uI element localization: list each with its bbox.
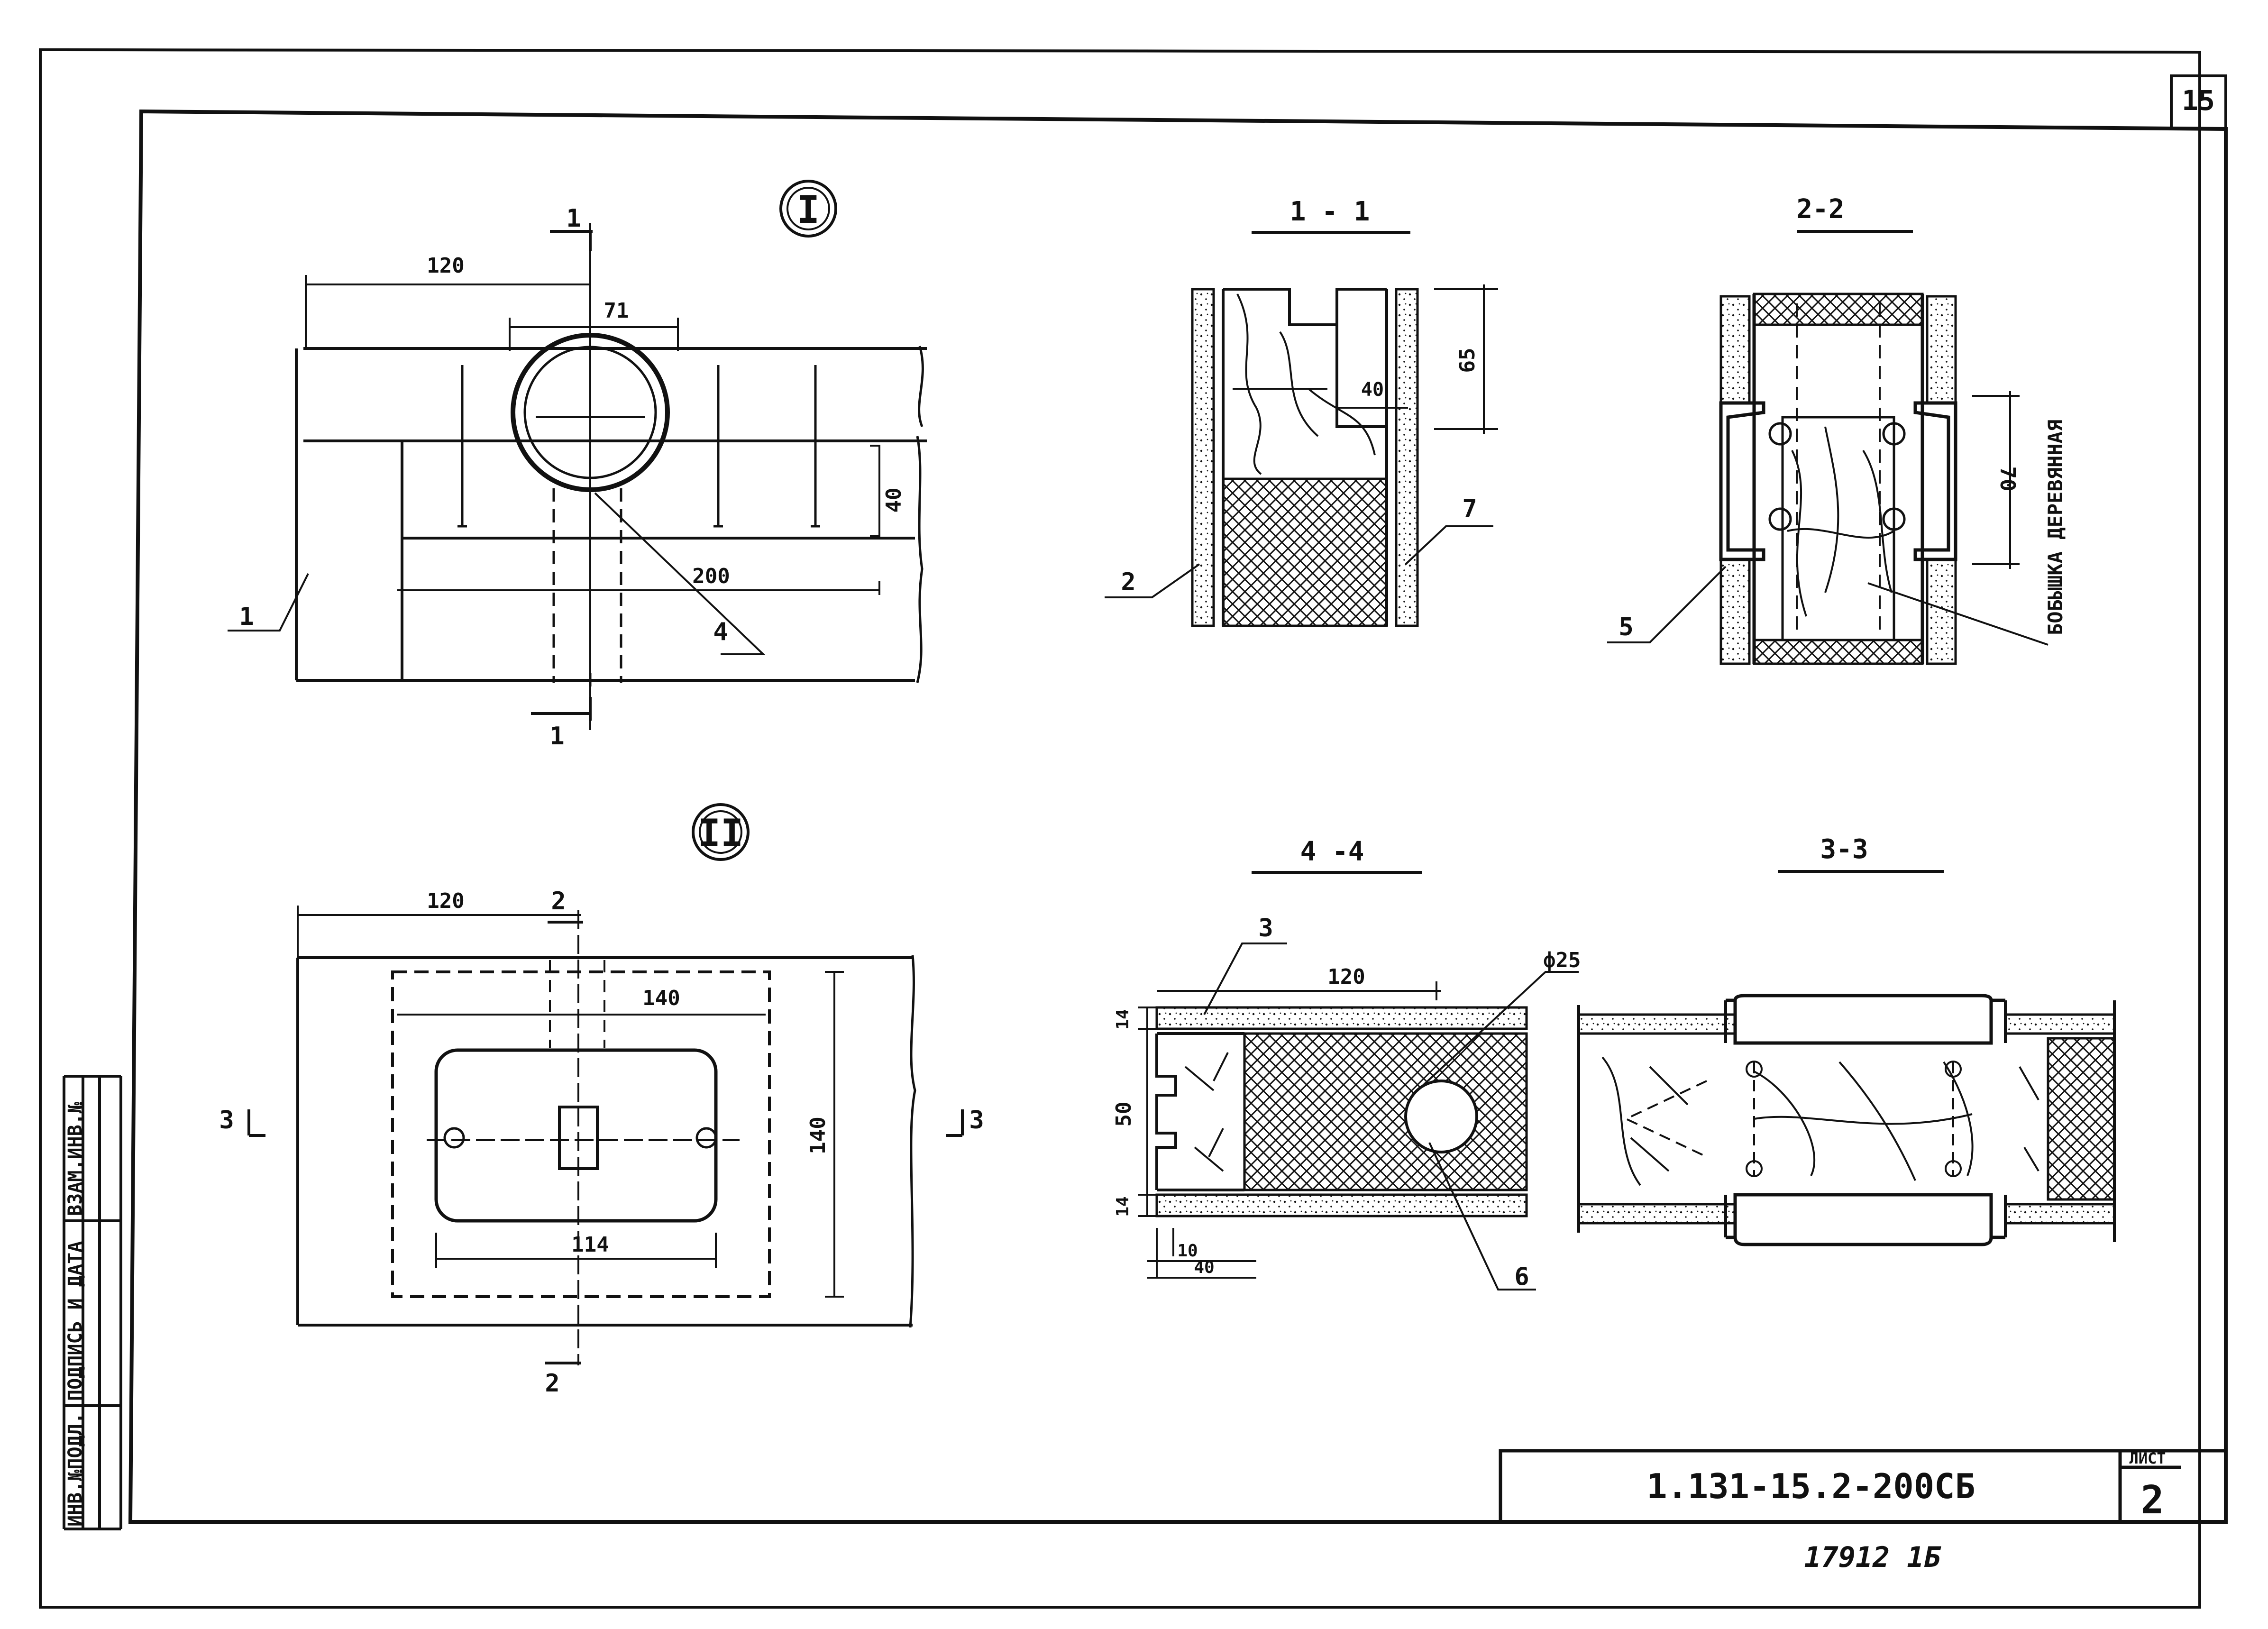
page-number: 15 [2182, 84, 2215, 117]
node-2-plate [434, 1048, 718, 1223]
section-3-3: 3-3 [1577, 834, 2116, 1246]
section-2-2-top-insulation [1753, 293, 1924, 326]
node-1-dim-71: 71 [604, 299, 629, 323]
outer-border [39, 48, 2201, 1609]
section-4-4-title: 4 -4 [1300, 836, 1364, 867]
section-3-3-title: 3-3 [1820, 834, 1868, 865]
page-number-box [2170, 74, 2227, 130]
section-4-4-dim-40: 40 [1194, 1258, 1214, 1277]
section-1-1-dim-40: 40 [1361, 379, 1384, 401]
node-2-marker [692, 803, 750, 861]
section-3-3-insulation [2047, 1037, 2116, 1201]
node-1-dim-40: 40 [882, 488, 906, 513]
stamp-signature-date: ПОДПИСЬ И ДАТА [64, 1241, 86, 1401]
inner-border [128, 109, 2228, 1524]
stamp-replace-inv: ВЗАМ.ИНВ.№ [64, 1102, 86, 1216]
node-2-dim-140-h: 140 [642, 986, 680, 1010]
node-2-cut-right: 3 [969, 1106, 984, 1135]
section-4-4-dim-50: 50 [1112, 1102, 1136, 1127]
title-block [1499, 1449, 2226, 1522]
node-1-dim-120: 120 [427, 254, 464, 278]
section-1-1-wood-grain [1233, 293, 1376, 475]
node-1-dim-200: 200 [692, 564, 730, 588]
inventory-note: 17912 1Б [1804, 1541, 1942, 1574]
section-4-4-top-sheathing [1155, 1006, 1528, 1030]
section-4-4-dim-phi25: ф25 [1543, 948, 1581, 972]
node-2-plate-outline [391, 970, 771, 1298]
section-1-1-right-sheathing [1395, 288, 1419, 627]
node-2-marker-label: II [698, 811, 743, 855]
section-4-4-hole-25 [1404, 1080, 1478, 1153]
section-4-4: 4 -4 ф25 120 14 50 14 10 40 3 6 [1112, 836, 1581, 1291]
section-1-1-dim-65: 65 [1455, 348, 1480, 373]
section-1-1: 1 - 1 40 65 2 7 [1105, 196, 1498, 627]
sheet-number: 2 [2140, 1478, 2164, 1523]
node-2-dim-140-v: 140 [806, 1117, 830, 1154]
section-2-2-bottom-insulation [1753, 639, 1924, 665]
section-3-3-bottom-bracket [1726, 1193, 2005, 1246]
section-1-1-insulation [1222, 477, 1388, 627]
designation-code: 1.131-15.2-200СБ [1646, 1466, 1975, 1506]
section-2-2-dim-70: 70 [1995, 467, 2020, 492]
section-2-2-title: 2-2 [1796, 194, 1844, 225]
node-1-nails [457, 365, 820, 528]
side-stamp [63, 1075, 122, 1530]
node-1-cut-bottom: 1 [549, 722, 564, 750]
node-1-callout-1: 1 [239, 603, 254, 631]
stamp-inv-orig: ИНВ.№ПОДЛ. [64, 1412, 86, 1527]
node-2-cut-top: 2 [551, 887, 566, 915]
node-2-detail: II 120 140 140 114 2 2 3 3 [219, 803, 984, 1398]
node-1-marker [779, 180, 837, 238]
section-1-1-bar [1222, 288, 1388, 626]
node-2-board [296, 956, 913, 1327]
section-4-4-dim-14-bottom: 14 [1113, 1196, 1133, 1217]
section-2-2: 2-2 70 БОБЫШКА ДЕРЕВЯННАЯ 5 [1607, 194, 2067, 665]
section-4-4-callout-3: 3 [1258, 914, 1273, 943]
sheet-frame: 15 1.131-15.2-200СБ ЛИСТ 2 17912 1Б ИНВ.… [39, 48, 2228, 1609]
node-2-dim-120: 120 [427, 889, 464, 913]
node-2-cut-left: 3 [219, 1106, 234, 1135]
node-1-marker-label: I [797, 188, 820, 232]
sheet-label: ЛИСТ [2129, 1449, 2166, 1467]
section-1-1-callout-2: 2 [1121, 568, 1135, 596]
section-1-1-title: 1 - 1 [1290, 196, 1370, 227]
node-2-dim-114: 114 [571, 1233, 609, 1257]
node-1-callout-4: 4 [713, 618, 728, 646]
section-2-2-callout-5: 5 [1619, 613, 1633, 641]
section-2-2-label-wooden-boss: БОБЫШКА ДЕРЕВЯННАЯ [2044, 420, 2067, 635]
section-4-4-callout-6: 6 [1514, 1263, 1529, 1291]
node-1-boards [295, 347, 927, 682]
section-1-1-callout-7: 7 [1462, 494, 1477, 523]
section-4-4-dim-120: 120 [1327, 965, 1365, 989]
section-3-3-top-bracket [1726, 994, 2005, 1045]
section-3-3-wood-grain [1601, 1056, 2039, 1186]
section-4-4-bottom-sheathing [1155, 1193, 1528, 1217]
section-2-2-brackets [1719, 401, 1957, 561]
node-2-cut-bottom: 2 [545, 1369, 559, 1398]
node-1-cut-top: 1 [566, 204, 581, 233]
node-1-break-line [916, 346, 924, 683]
section-4-4-insulation [1243, 1032, 1528, 1191]
node-1-detail: I 120 71 40 200 1 1 1 4 [228, 180, 927, 750]
section-1-1-left-sheathing [1191, 288, 1215, 627]
section-4-4-wood-bar [1155, 1032, 1244, 1191]
section-4-4-dim-14-top: 14 [1113, 1009, 1133, 1029]
section-4-4-dim-10: 10 [1177, 1241, 1198, 1261]
